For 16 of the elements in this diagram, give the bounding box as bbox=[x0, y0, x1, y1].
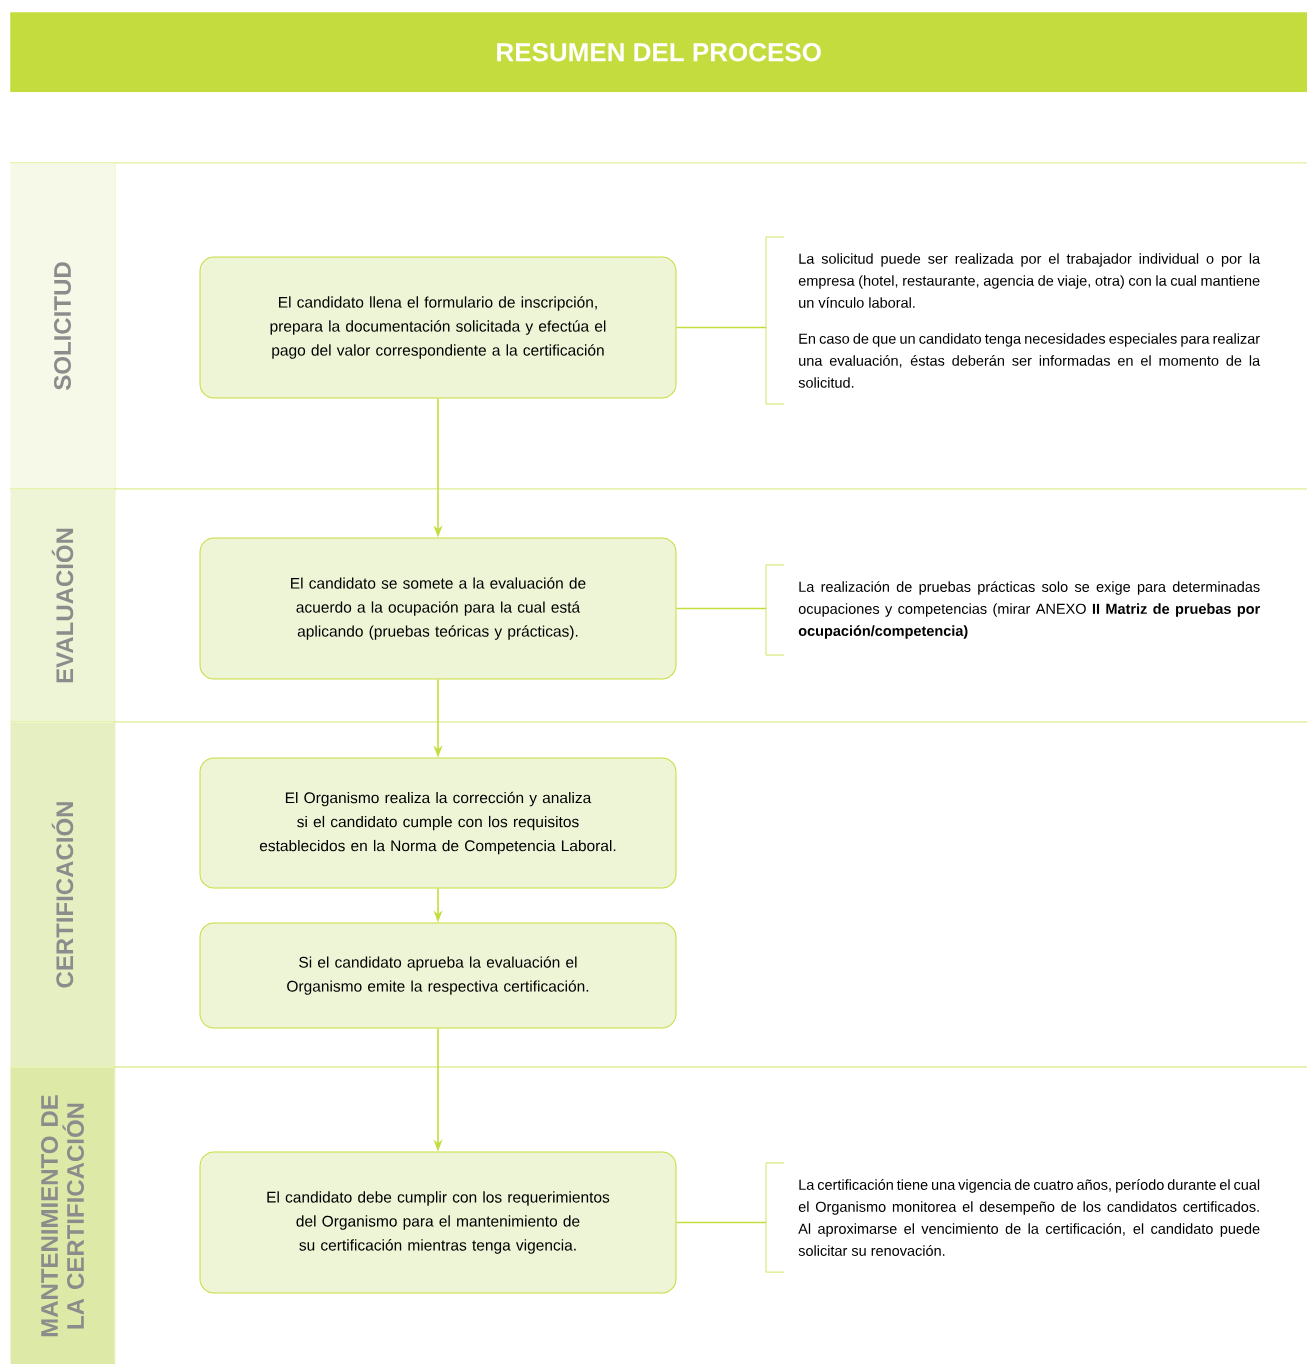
connector bbox=[675, 326, 767, 329]
process-box: El candidato llena el formulario de inscripción, prepara la documentación solicitada y efectúa el pago del valor correspondiente a la certificación bbox=[199, 256, 677, 399]
note-text: La certificación tiene una vigencia de cuatro años, período durante el cual el Organismo monitorea el desempeño de los candidatos certificados. Al aproximarse el vencimiento de la certificación, el candidato puede solicitar su renovación. bbox=[798, 1179, 1260, 1256]
process-box: El candidato debe cumplir con los requerimientos del Organismo para el mantenimiento de su certificación mientras tenga vigencia. bbox=[199, 1151, 677, 1294]
title-band: RESUMEN DEL PROCESO bbox=[10, 12, 1307, 93]
lane-label: SOLICITUD bbox=[10, 164, 115, 488]
process-box: El candidato se somete a la evaluación de acuerdo a la ocupación para la cual está aplicando (pruebas teóricas y prácticas). bbox=[199, 537, 677, 680]
note-text: La realización de pruebas prácticas solo se exige para determinadas ocupaciones y competencias (mirar ANEXO II Matriz de pruebas por ocupación/competencia) bbox=[798, 581, 1260, 639]
lane-label: CERTIFICACIÓN bbox=[10, 723, 115, 1066]
process-box: El Organismo realiza la corrección y analiza si el candidato cumple con los requisitos establecidos en la Norma de Competencia Laboral. bbox=[199, 757, 677, 889]
lane-label: EVALUACIÓN bbox=[10, 490, 115, 721]
connector bbox=[675, 607, 767, 610]
process-box: Si el candidato aprueba la evaluación el Organismo emite la respectiva certificación. bbox=[199, 922, 677, 1029]
note-text: La solicitud puede ser realizada por el trabajador individual o por la empresa (hotel, restaurante, agencia de viaje, otra) con la cual mantiene un vínculo laboral. En caso de que un candidato tenga necesidades especiales para realizar una evaluación, éstas deberán ser informadas en el momento de la solicitud. bbox=[798, 253, 1261, 388]
lane-label: MANTENIMIENTO DE LA CERTIFICACIÓN bbox=[10, 1068, 115, 1364]
connector bbox=[675, 1221, 767, 1224]
